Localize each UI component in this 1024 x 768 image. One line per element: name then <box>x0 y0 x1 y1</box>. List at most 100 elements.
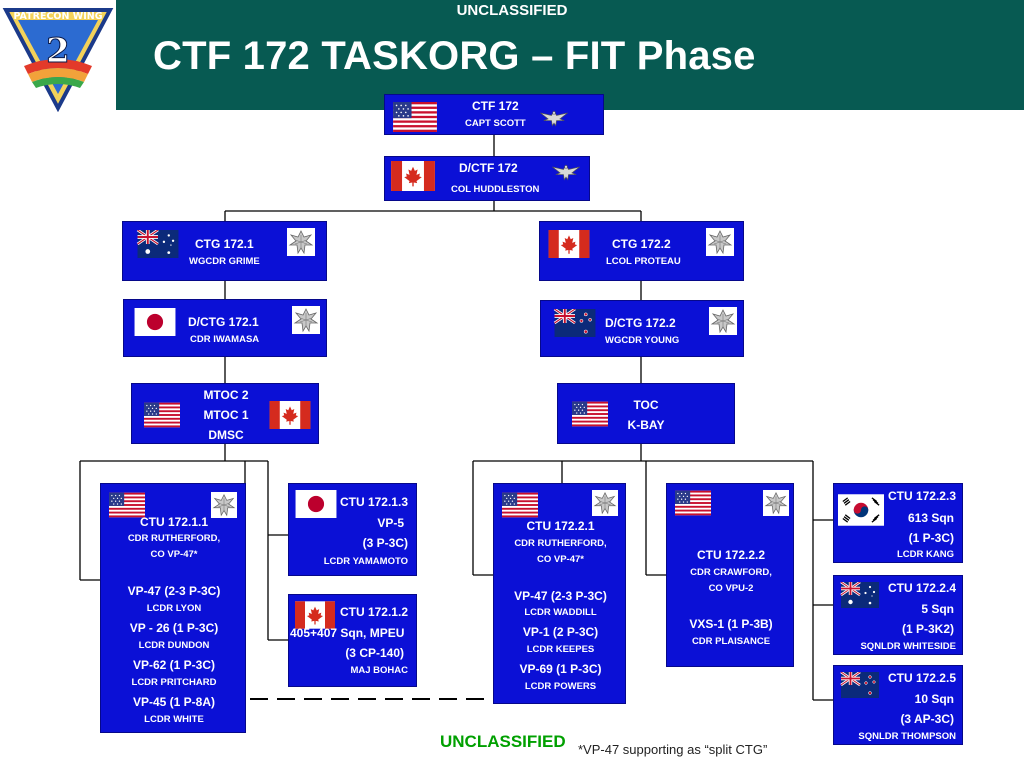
node-aircraft: (3 AP-3C) <box>900 712 954 726</box>
canada-flag <box>267 401 313 429</box>
node-commander: WGCDR YOUNG <box>605 335 680 346</box>
node-title: CTU 172.2.3 <box>887 489 956 503</box>
node-title: CTU 172.2.5 <box>887 671 956 685</box>
squadron-commander: LCDR KEEPES <box>526 644 595 655</box>
node-ctu-172-2-5: CTU 172.2.5 10 Sqn (3 AP-3C) SQNLDR THOM… <box>833 665 963 745</box>
node-commander: COL HUDDLESTON <box>451 184 540 195</box>
japan-flag <box>132 308 178 336</box>
node-title: CTF 172 <box>472 99 519 113</box>
node-commander: CDR CRAWFORD, <box>690 567 772 578</box>
node-commander: LCOL PROTEAU <box>606 256 681 267</box>
node-commander: SQNLDR THOMPSON <box>858 731 956 742</box>
squadron-commander: LCDR LYON <box>146 603 202 614</box>
node-commander: LCDR KANG <box>897 549 954 560</box>
squadron-name: VP-62 (1 P-3C) <box>132 658 216 672</box>
oak-leaf-insignia-icon <box>592 490 618 516</box>
header-bar <box>116 0 1024 110</box>
logo-text: PATRECON WING <box>13 11 102 22</box>
page-title: CTF 172 TASKORG – FIT Phase <box>153 34 756 78</box>
node-title: CTU 172.1.3 <box>339 495 408 509</box>
logo-number: 2 <box>46 31 70 71</box>
node-title: D/CTF 172 <box>459 161 518 175</box>
node-unit: CO VPU-2 <box>708 583 754 594</box>
new-zealand-flag <box>838 672 882 698</box>
us-flag <box>502 492 538 518</box>
node-ctu-172-1-3: CTU 172.1.3 VP-5 (3 P-3C) LCDR YAMAMOTO <box>288 483 417 576</box>
node-unit: CO VP-47* <box>537 554 584 565</box>
node-aircraft: (3 P-3C) <box>362 536 408 550</box>
node-unit: 5 Sqn <box>921 602 954 616</box>
squadron-commander: LCDR WHITE <box>144 714 204 725</box>
squadron-name: VP-45 (1 P-8A) <box>132 695 216 709</box>
squadron-name: VP-69 (1 P-3C) <box>519 662 602 676</box>
node-title: CTG 172.1 <box>195 237 254 251</box>
node-unit: VP-5 <box>377 516 404 530</box>
squadron-commander: LCDR DUNDON <box>138 640 210 651</box>
node-toc: TOC K-BAY <box>557 383 735 444</box>
japan-flag <box>293 490 339 518</box>
canada-flag <box>546 230 592 258</box>
mtoc-line: DMSC <box>208 428 244 442</box>
node-commander: CDR IWAMASA <box>190 334 260 345</box>
toc-line: K-BAY <box>627 418 665 432</box>
node-title: CTU 172.2.4 <box>887 581 956 595</box>
node-dctf-172: D/CTF 172 COL HUDDLESTON <box>384 156 590 201</box>
node-commander: WGCDR GRIME <box>189 256 260 267</box>
node-dctg-172-1: D/CTG 172.1 CDR IWAMASA <box>123 299 327 357</box>
node-unit: 613 Sqn <box>907 511 954 525</box>
oak-leaf-insignia-icon <box>292 306 320 334</box>
node-ctg-172-2: CTG 172.2 LCOL PROTEAU <box>539 221 744 281</box>
node-dctg-172-2: D/CTG 172.2 WGCDR YOUNG <box>540 300 744 357</box>
us-flag <box>144 402 180 428</box>
mtoc-line: MTOC 1 <box>203 408 249 422</box>
node-ctu-172-1-2: CTU 172.1.2 405+407 Sqn, MPEU (3 CP-140)… <box>288 594 417 687</box>
node-ctu-172-2-1: CTU 172.2.1 CDR RUTHERFORD, CO VP-47* VP… <box>493 483 626 704</box>
node-title: CTU 172.2.1 <box>526 519 595 533</box>
patrecon-wing-logo: 2 PATRECON WING <box>2 8 114 112</box>
oak-leaf-insignia-icon <box>709 307 737 335</box>
node-unit: CO VP-47* <box>150 549 198 560</box>
node-ctu-172-1-1: CTU 172.1.1 CDR RUTHERFORD, CO VP-47* VP… <box>100 483 246 733</box>
oak-leaf-insignia-icon <box>763 490 789 516</box>
node-aircraft: (1 P-3C) <box>908 531 954 545</box>
squadron-commander: CDR PLAISANCE <box>691 636 771 647</box>
node-commander: LCDR YAMAMOTO <box>323 556 408 567</box>
us-flag <box>393 102 437 132</box>
squadron-name: VP-47 (2-3 P-3C) <box>514 589 607 603</box>
node-unit: 405+407 Sqn, MPEU <box>290 626 405 640</box>
node-title: CTU 172.1.2 <box>339 605 408 619</box>
canada-flag <box>295 601 335 629</box>
node-title: CTG 172.2 <box>612 237 671 251</box>
node-commander: CDR RUTHERFORD, <box>514 538 607 549</box>
classification-banner-bottom: UNCLASSIFIED <box>440 732 566 751</box>
node-mtoc: MTOC 2 MTOC 1 DMSC <box>131 383 319 444</box>
node-title: D/CTG 172.2 <box>605 316 676 330</box>
squadron-name: VP-47 (2-3 P-3C) <box>127 584 221 598</box>
toc-line: TOC <box>633 398 659 412</box>
footnote: *VP-47 supporting as “split CTG” <box>578 742 768 757</box>
node-title: CTU 172.2.2 <box>696 548 766 562</box>
squadron-commander: LCDR PRITCHARD <box>131 677 217 688</box>
mtoc-line: MTOC 2 <box>203 388 249 402</box>
oak-leaf-insignia-icon <box>706 228 734 256</box>
eagle-insignia-icon <box>549 161 583 183</box>
node-commander: CAPT SCOTT <box>465 118 526 129</box>
node-ctu-172-2-4: CTU 172.2.4 5 Sqn (1 P-3K2) SQNLDR WHITE… <box>833 575 963 655</box>
canada-flag <box>391 161 435 191</box>
us-flag <box>572 401 608 427</box>
node-commander: MAJ BOHAC <box>350 665 408 676</box>
node-ctf-172: CTF 172 CAPT SCOTT <box>384 94 604 135</box>
oak-leaf-insignia-icon <box>211 492 237 518</box>
classification-banner-top: UNCLASSIFIED <box>456 2 568 19</box>
squadron-name: VXS-1 (1 P-3B) <box>689 617 773 631</box>
node-ctg-172-1: CTG 172.1 WGCDR GRIME <box>122 221 327 281</box>
squadron-name: VP-1 (2 P-3C) <box>522 625 599 639</box>
node-title: D/CTG 172.1 <box>188 315 259 329</box>
squadron-name: VP - 26 (1 P-3C) <box>129 621 219 635</box>
node-aircraft: (1 P-3K2) <box>901 622 954 636</box>
node-unit: 10 Sqn <box>914 692 954 706</box>
australia-flag <box>135 230 181 258</box>
node-commander: CDR RUTHERFORD, <box>127 533 221 544</box>
squadron-commander: LCDR POWERS <box>524 681 597 692</box>
